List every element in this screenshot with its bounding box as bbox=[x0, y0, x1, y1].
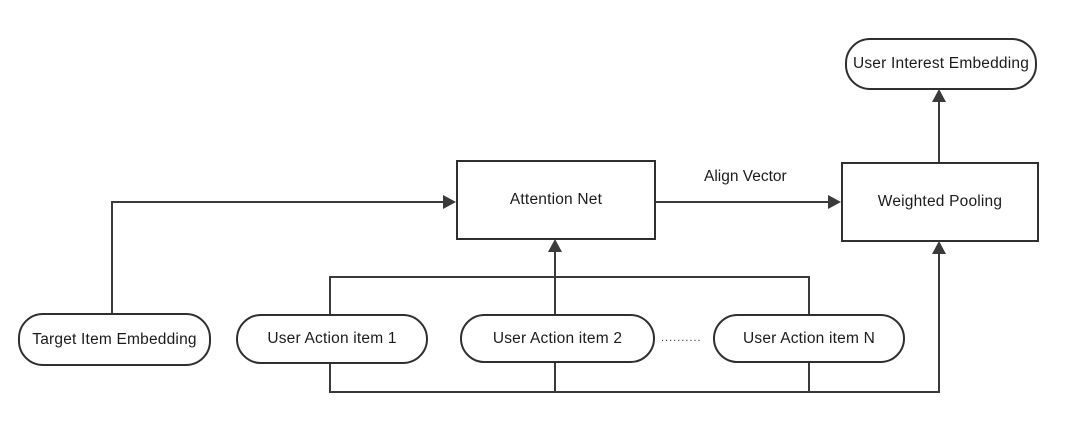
arrowhead-into-pooling-left-icon bbox=[828, 195, 841, 209]
bottom-bus-drop-itemn bbox=[808, 362, 810, 393]
arrowhead-into-pooling-bottom-icon bbox=[932, 241, 946, 254]
node-target-item-embedding: Target Item Embedding bbox=[18, 313, 211, 366]
bottom-bus-horizontal bbox=[329, 391, 940, 393]
node-user-action-item-1-label: User Action item 1 bbox=[267, 330, 397, 347]
edge-pooling-to-interest-vertical bbox=[938, 101, 940, 162]
node-user-action-item-1: User Action item 1 bbox=[236, 314, 428, 364]
node-target-item-embedding-label: Target Item Embedding bbox=[32, 330, 197, 348]
node-user-action-item-n: User Action item N bbox=[713, 314, 905, 363]
node-weighted-pooling: Weighted Pooling bbox=[841, 162, 1039, 242]
arrowhead-into-attention-left-icon bbox=[443, 195, 456, 209]
bottom-bus-drop-item1 bbox=[329, 363, 331, 393]
bottom-bus-drop-item2 bbox=[554, 362, 556, 393]
node-attention-net-label: Attention Net bbox=[509, 191, 603, 208]
edge-items-to-attention-vertical bbox=[554, 251, 556, 314]
node-user-action-item-n-label: User Action item N bbox=[743, 329, 875, 347]
top-bus-left-drop bbox=[329, 276, 331, 314]
ellipsis-label: .......... bbox=[661, 332, 702, 344]
edge-target-to-attention-vertical bbox=[111, 201, 113, 313]
node-user-interest-embedding-label: User Interest Embedding bbox=[852, 55, 1030, 72]
align-vector-label: Align Vector bbox=[704, 168, 787, 185]
edge-attention-to-pooling-horizontal bbox=[656, 201, 828, 203]
top-bus-horizontal bbox=[329, 276, 810, 278]
edge-items-to-pooling-vertical bbox=[938, 253, 940, 393]
arrowhead-into-attention-bottom-icon bbox=[548, 239, 562, 252]
node-attention-net: Attention Net bbox=[456, 160, 656, 240]
arrowhead-into-interest-bottom-icon bbox=[932, 89, 946, 102]
edge-target-to-attention-horizontal bbox=[111, 201, 443, 203]
node-weighted-pooling-label: Weighted Pooling bbox=[877, 193, 1003, 210]
top-bus-right-drop bbox=[808, 276, 810, 314]
node-user-action-item-2: User Action item 2 bbox=[460, 314, 655, 363]
node-user-interest-embedding: User Interest Embedding bbox=[845, 38, 1037, 90]
node-user-action-item-2-label: User Action item 2 bbox=[492, 329, 623, 347]
